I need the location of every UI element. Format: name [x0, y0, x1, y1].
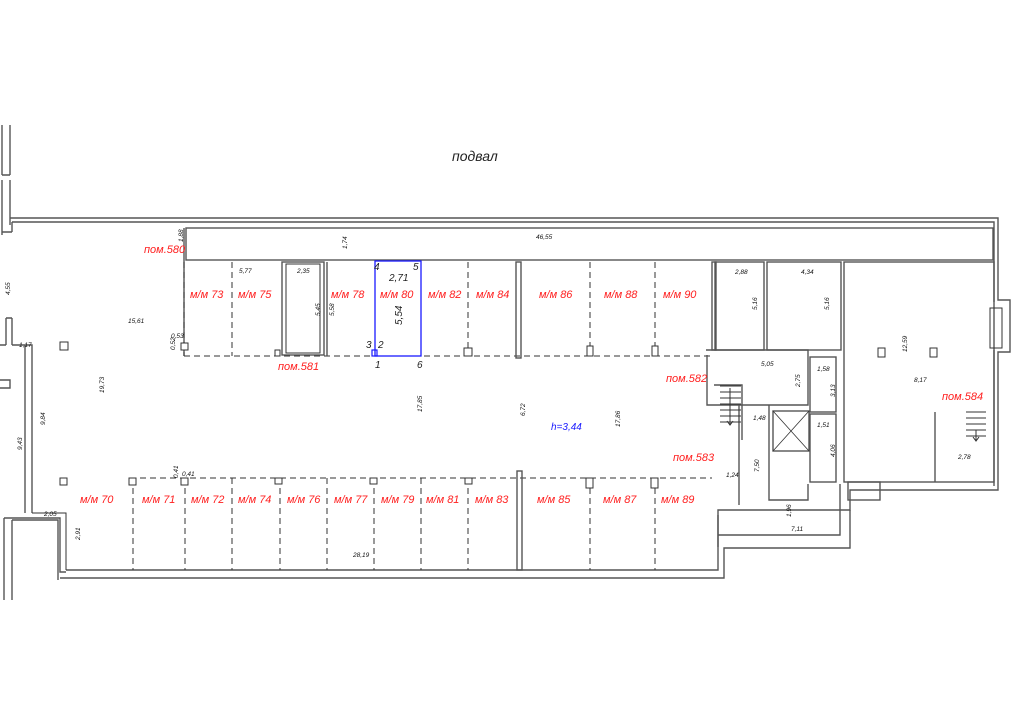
point-3: 3 — [366, 340, 372, 351]
dimension: 4,55 — [5, 282, 12, 295]
dimension: 2,75 — [795, 374, 802, 388]
dimension: 9,84 — [40, 412, 47, 425]
dimension: 2,05 — [43, 511, 57, 518]
parking-space-label: м/м 84 — [476, 289, 509, 301]
dimension: 1,96 — [786, 504, 793, 517]
parking-space-labels-top: м/м 73 м/м 75 м/м 78 м/м 80 м/м 82 м/м 8… — [190, 289, 697, 301]
dimension: 28,19 — [352, 552, 370, 559]
dimension: 8,17 — [914, 377, 927, 384]
dimension: 2,35 — [296, 268, 310, 275]
parking-space-label: м/м 89 — [661, 494, 694, 506]
dimension: 5,58 — [329, 303, 336, 316]
room-labels: пом.580 пом.581 пом.582 пом.583 пом.584 — [144, 244, 983, 464]
dimension: 2,91 — [75, 527, 82, 541]
dimension: 0,53 — [171, 333, 184, 340]
parking-space-label: м/м 70 — [80, 494, 114, 506]
space-length: 5,54 — [394, 305, 405, 325]
ceiling-height-label: h=3,44 — [551, 422, 582, 433]
dimension: 46,55 — [536, 234, 553, 241]
parking-space-label: м/м 75 — [238, 289, 272, 301]
parking-space-label: м/м 71 — [142, 494, 175, 506]
parking-space-label: м/м 90 — [663, 289, 697, 301]
dimension: 1,58 — [817, 366, 830, 373]
parking-space-label: м/м 73 — [190, 289, 224, 301]
parking-space-label: м/м 74 — [238, 494, 271, 506]
point-5: 5 — [413, 262, 419, 273]
service-rooms-block — [706, 261, 1003, 536]
dimension: 15,61 — [128, 318, 145, 325]
dimension: 1,51 — [817, 422, 830, 429]
room-581-label: пом.581 — [278, 361, 319, 373]
dimension: 1,88 — [178, 229, 185, 242]
dimension: 7,11 — [791, 526, 804, 533]
dimension: 2,78 — [957, 454, 971, 461]
parking-space-label: м/м 83 — [475, 494, 509, 506]
dimension: 1,74 — [342, 236, 349, 249]
dimension: 17,85 — [417, 395, 424, 412]
parking-space-label: м/м 82 — [428, 289, 461, 301]
dimension: 19,73 — [99, 376, 106, 393]
dimension: 5,16 — [824, 297, 831, 310]
parking-space-label: м/м 76 — [287, 494, 321, 506]
parking-space-label: м/м 87 — [603, 494, 637, 506]
parking-space-label: м/м 79 — [381, 494, 414, 506]
dimension: 3,13 — [830, 384, 837, 397]
dimension: 5,45 — [315, 303, 322, 316]
dimension: 5,05 — [761, 361, 774, 368]
room-582-label: пом.582 — [666, 373, 707, 385]
dimension: 12,59 — [902, 335, 909, 352]
plan-title: подвал — [452, 148, 498, 164]
dimension: 0,52 — [170, 337, 177, 350]
outer-walls — [0, 125, 1011, 600]
dimension: 0,41 — [173, 465, 180, 478]
lower-parking-row — [59, 470, 712, 571]
parking-space-label: м/м 77 — [334, 494, 368, 506]
dimension: 5,16 — [752, 297, 759, 310]
dimension: 1,48 — [753, 415, 766, 422]
selected-parking-space-80[interactable]: 4 5 3 2 1 6 2,71 5,54 — [366, 260, 423, 371]
dimension: 7,50 — [754, 459, 761, 472]
dimension: 5,77 — [239, 268, 252, 275]
parking-space-label: м/м 85 — [537, 494, 571, 506]
parking-space-labels-bottom: м/м 70 м/м 71 м/м 72 м/м 74 м/м 76 м/м 7… — [80, 494, 694, 506]
room-583-label: пом.583 — [673, 452, 715, 464]
parking-space-label: м/м 80 — [380, 289, 414, 301]
room-584-label: пом.584 — [942, 391, 983, 403]
dimension-labels: 46,55 1,74 1,88 5,77 2,35 5,45 5,58 4,55… — [5, 229, 971, 559]
parking-space-label: м/м 78 — [331, 289, 365, 301]
upper-parking-row — [59, 261, 717, 359]
point-4: 4 — [374, 262, 380, 273]
parking-space-label: м/м 88 — [604, 289, 638, 301]
dimension: 4,34 — [801, 269, 814, 276]
stairs-icon — [720, 385, 986, 442]
top-corridor — [185, 227, 994, 261]
dimension: 6,72 — [520, 403, 527, 416]
dimension: 1,24 — [726, 472, 739, 479]
point-2: 2 — [377, 340, 384, 351]
parking-space-label: м/м 72 — [191, 494, 224, 506]
point-6: 6 — [417, 360, 423, 371]
dimension: 9,43 — [17, 437, 24, 450]
dimension: 4,06 — [830, 444, 837, 457]
space-width: 2,71 — [388, 273, 408, 284]
parking-space-label: м/м 81 — [426, 494, 459, 506]
dimension: 1,17 — [19, 342, 32, 349]
dimension: 17,86 — [615, 410, 622, 427]
dimension: 0,41 — [182, 471, 195, 478]
parking-space-label: м/м 86 — [539, 289, 573, 301]
room-580-label: пом.580 — [144, 244, 186, 256]
dimension: 2,88 — [734, 269, 748, 276]
point-1: 1 — [375, 360, 381, 371]
